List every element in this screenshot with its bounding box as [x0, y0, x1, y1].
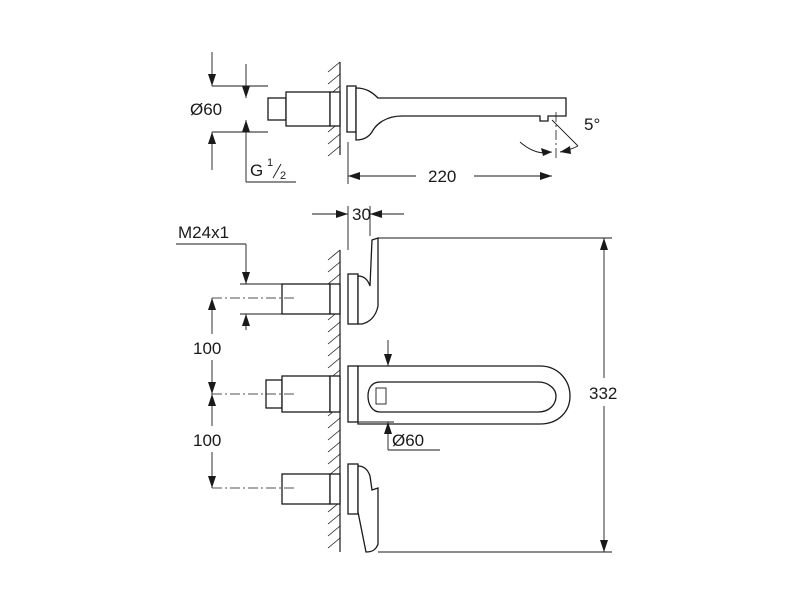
front-dim-wall-depth: 30: [312, 205, 404, 250]
top-dim-thread: G 1 2: [242, 64, 296, 183]
front-dim-spacing: 100 100: [190, 298, 238, 488]
front-height-label: 332: [589, 384, 617, 403]
top-length-label: 220: [428, 167, 456, 186]
top-spout: [346, 85, 567, 160]
front-thread-label: M24x1: [178, 223, 229, 242]
front-lower-valve: [281, 463, 379, 553]
top-dim-diameter: Ø60: [190, 52, 268, 170]
front-dim-thread: M24x1: [176, 223, 282, 330]
top-inlet-body: [267, 91, 341, 127]
front-diameter-label: Ø60: [392, 431, 424, 450]
top-dim-length: 220: [347, 142, 552, 186]
front-dim-height: 332: [378, 237, 617, 553]
front-upper-valve: [281, 237, 379, 325]
top-thread-letter: G: [250, 161, 263, 180]
top-dim-angle: 5°: [519, 115, 600, 156]
front-view: 30 M24x1 100 100: [176, 205, 617, 553]
front-spacing-lower-label: 100: [193, 431, 221, 450]
front-spout: [265, 365, 571, 425]
top-view: Ø60 G 1 2 220: [190, 52, 600, 186]
top-thread-numerator: 1: [267, 157, 273, 169]
front-spacing-upper-label: 100: [193, 339, 221, 358]
front-dim-diameter: Ø60: [358, 340, 440, 451]
top-angle-label: 5°: [584, 115, 600, 134]
top-diameter-label: Ø60: [190, 100, 222, 119]
front-wall-depth-label: 30: [352, 205, 371, 224]
top-thread-denominator: 2: [280, 170, 286, 182]
